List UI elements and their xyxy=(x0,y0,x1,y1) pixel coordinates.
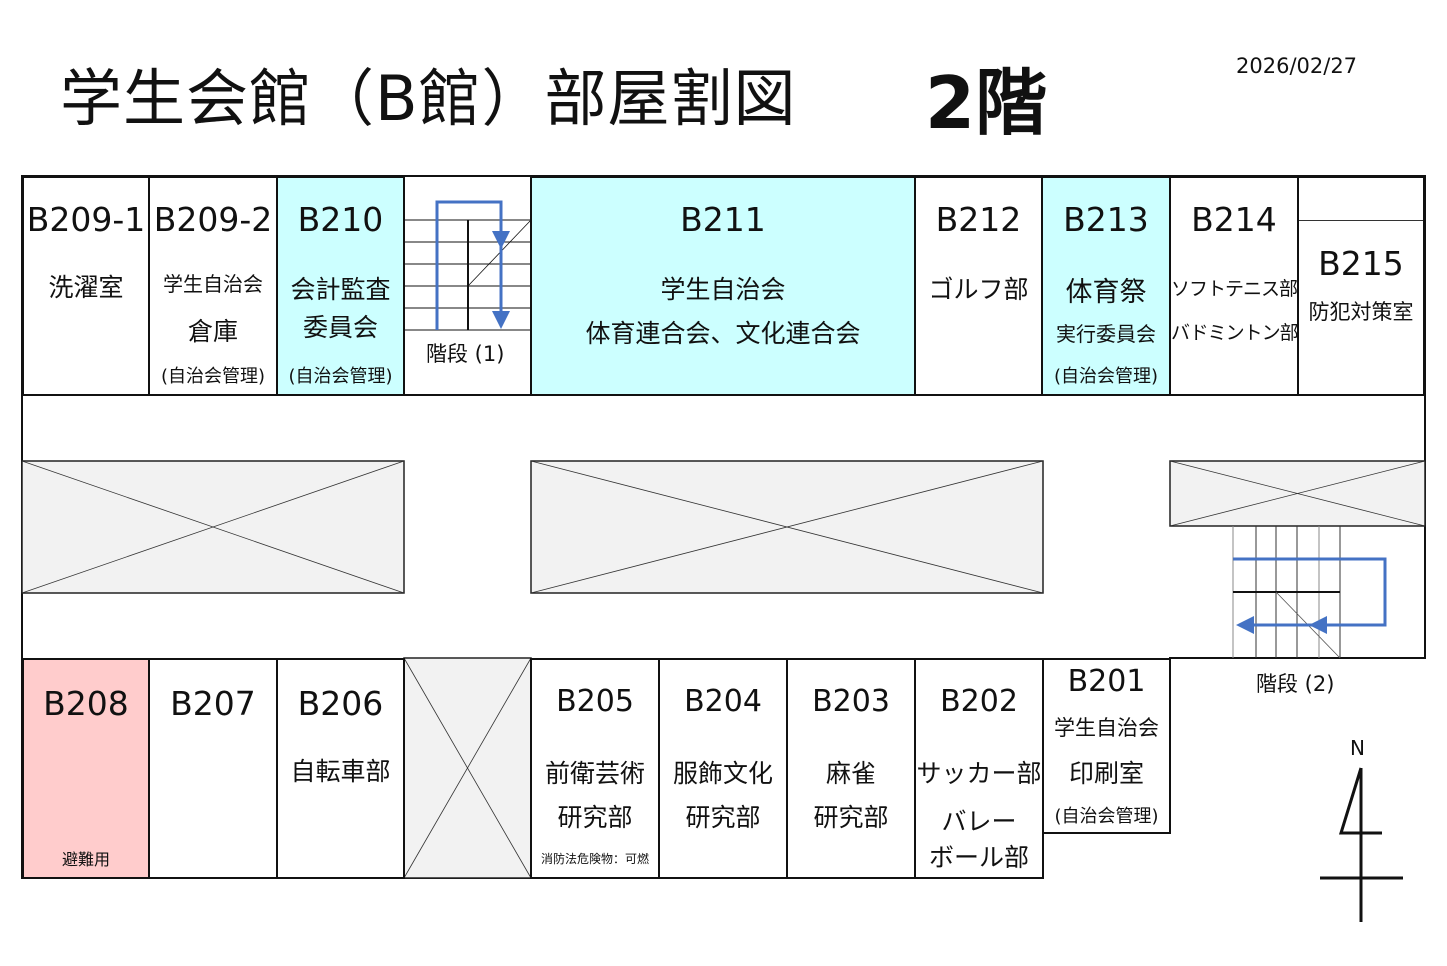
divider xyxy=(1299,220,1423,221)
room-b209-1[interactable]: B209-1 洗濯室 xyxy=(22,176,150,396)
room-name-3: ボール部 xyxy=(928,843,1029,872)
room-name: 体育祭 xyxy=(1065,277,1147,308)
room-b212[interactable]: B212 ゴルフ部 xyxy=(914,176,1043,396)
room-number: B209-1 xyxy=(26,200,146,239)
stair-1-treads xyxy=(404,219,532,331)
room-name: ソフトテニス部 xyxy=(1171,278,1298,300)
room-number: B208 xyxy=(43,684,129,723)
room-name: 自転車部 xyxy=(290,757,391,786)
room-name-2: バレー xyxy=(941,807,1017,836)
room-name-2: 研究部 xyxy=(813,803,889,832)
room-b215[interactable]: B215 防犯対策室 xyxy=(1297,176,1425,396)
room-name: 麻雀 xyxy=(825,759,876,788)
page-title: 学生会館（B館）部屋割図 xyxy=(60,62,797,135)
stair-2-treads xyxy=(1232,526,1341,659)
room-name: 学生自治会 xyxy=(1054,716,1159,740)
room-b205[interactable]: B205 前衛芸術 研究部 消防法危険物：可燃 xyxy=(530,658,660,879)
room-b201[interactable]: B201 学生自治会 印刷室 (自治会管理) xyxy=(1042,658,1171,834)
room-name-2: 研究部 xyxy=(685,803,761,832)
room-b209-2[interactable]: B209-2 学生自治会 倉庫 (自治会管理) xyxy=(148,176,278,396)
room-name: ゴルフ部 xyxy=(928,275,1029,304)
room-number: B211 xyxy=(680,200,766,239)
room-b202[interactable]: B202 サッカー部 バレー ボール部 xyxy=(914,658,1044,879)
room-name: 会計監査 xyxy=(290,275,391,304)
room-name: 前衛芸術 xyxy=(544,759,645,788)
room-name: サッカー部 xyxy=(916,759,1042,788)
room-number: B214 xyxy=(1191,200,1277,239)
room-note: 避難用 xyxy=(61,850,110,869)
floor-label: 2階 xyxy=(925,61,1048,145)
north-label: N xyxy=(1350,736,1365,760)
stair-2-label: 階段 (2) xyxy=(1256,672,1335,696)
room-name-2: 研究部 xyxy=(557,803,633,832)
room-number: B207 xyxy=(170,684,256,723)
room-note: 消防法危険物：可燃 xyxy=(540,852,649,866)
room-number: B202 xyxy=(940,684,1018,719)
room-b213[interactable]: B213 体育祭 実行委員会 (自治会管理) xyxy=(1041,176,1171,396)
room-number: B213 xyxy=(1063,200,1149,239)
stair-2-arrow xyxy=(1233,557,1387,634)
room-b204[interactable]: B204 服飾文化 研究部 xyxy=(658,658,788,879)
room-name-2: 実行委員会 xyxy=(1056,322,1156,346)
room-name-2: 印刷室 xyxy=(1068,759,1144,788)
room-number: B212 xyxy=(935,200,1022,239)
stair-1-label: 階段 (1) xyxy=(426,342,505,366)
room-name: 服飾文化 xyxy=(672,759,773,788)
room-name-2: 委員会 xyxy=(302,313,378,342)
room-b214[interactable]: B214 ソフトテニス部 バドミントン部 xyxy=(1169,176,1299,396)
room-number: B215 xyxy=(1318,244,1404,283)
room-b211[interactable]: B211 学生自治会 体育連合会、文化連合会 xyxy=(530,176,916,396)
room-name: 洗濯室 xyxy=(48,273,124,302)
room-name-2: 倉庫 xyxy=(187,317,238,346)
room-number: B210 xyxy=(297,200,384,239)
room-note: (自治会管理) xyxy=(1053,366,1159,387)
room-name-2: 体育連合会、文化連合会 xyxy=(585,319,861,348)
room-note: (自治会管理) xyxy=(1054,806,1159,827)
room-note: (自治会管理) xyxy=(288,366,393,387)
room-b206[interactable]: B206 自転車部 xyxy=(276,658,405,879)
date: 2026/02/27 xyxy=(1236,54,1358,78)
room-number: B204 xyxy=(684,684,762,719)
room-name: 学生自治会 xyxy=(660,275,786,304)
room-number: B209-2 xyxy=(153,200,273,239)
room-b210[interactable]: B210 会計監査 委員会 (自治会管理) xyxy=(276,176,405,396)
room-note: (自治会管理) xyxy=(160,366,266,387)
room-name: 防犯対策室 xyxy=(1308,300,1414,324)
room-number: B205 xyxy=(556,684,634,719)
room-b203[interactable]: B203 麻雀 研究部 xyxy=(786,658,916,879)
room-b207[interactable]: B207 xyxy=(148,658,278,879)
room-b208[interactable]: B208 避難用 xyxy=(22,658,150,879)
room-name-2: バドミントン部 xyxy=(1171,322,1299,344)
room-name: 学生自治会 xyxy=(163,272,263,296)
void-crosses xyxy=(21,460,1426,879)
north-arrow-icon xyxy=(1320,767,1403,922)
room-number: B203 xyxy=(812,684,890,719)
stair-1-arrow xyxy=(435,200,510,330)
room-number: B206 xyxy=(297,684,384,723)
room-number: B201 xyxy=(1067,664,1146,699)
